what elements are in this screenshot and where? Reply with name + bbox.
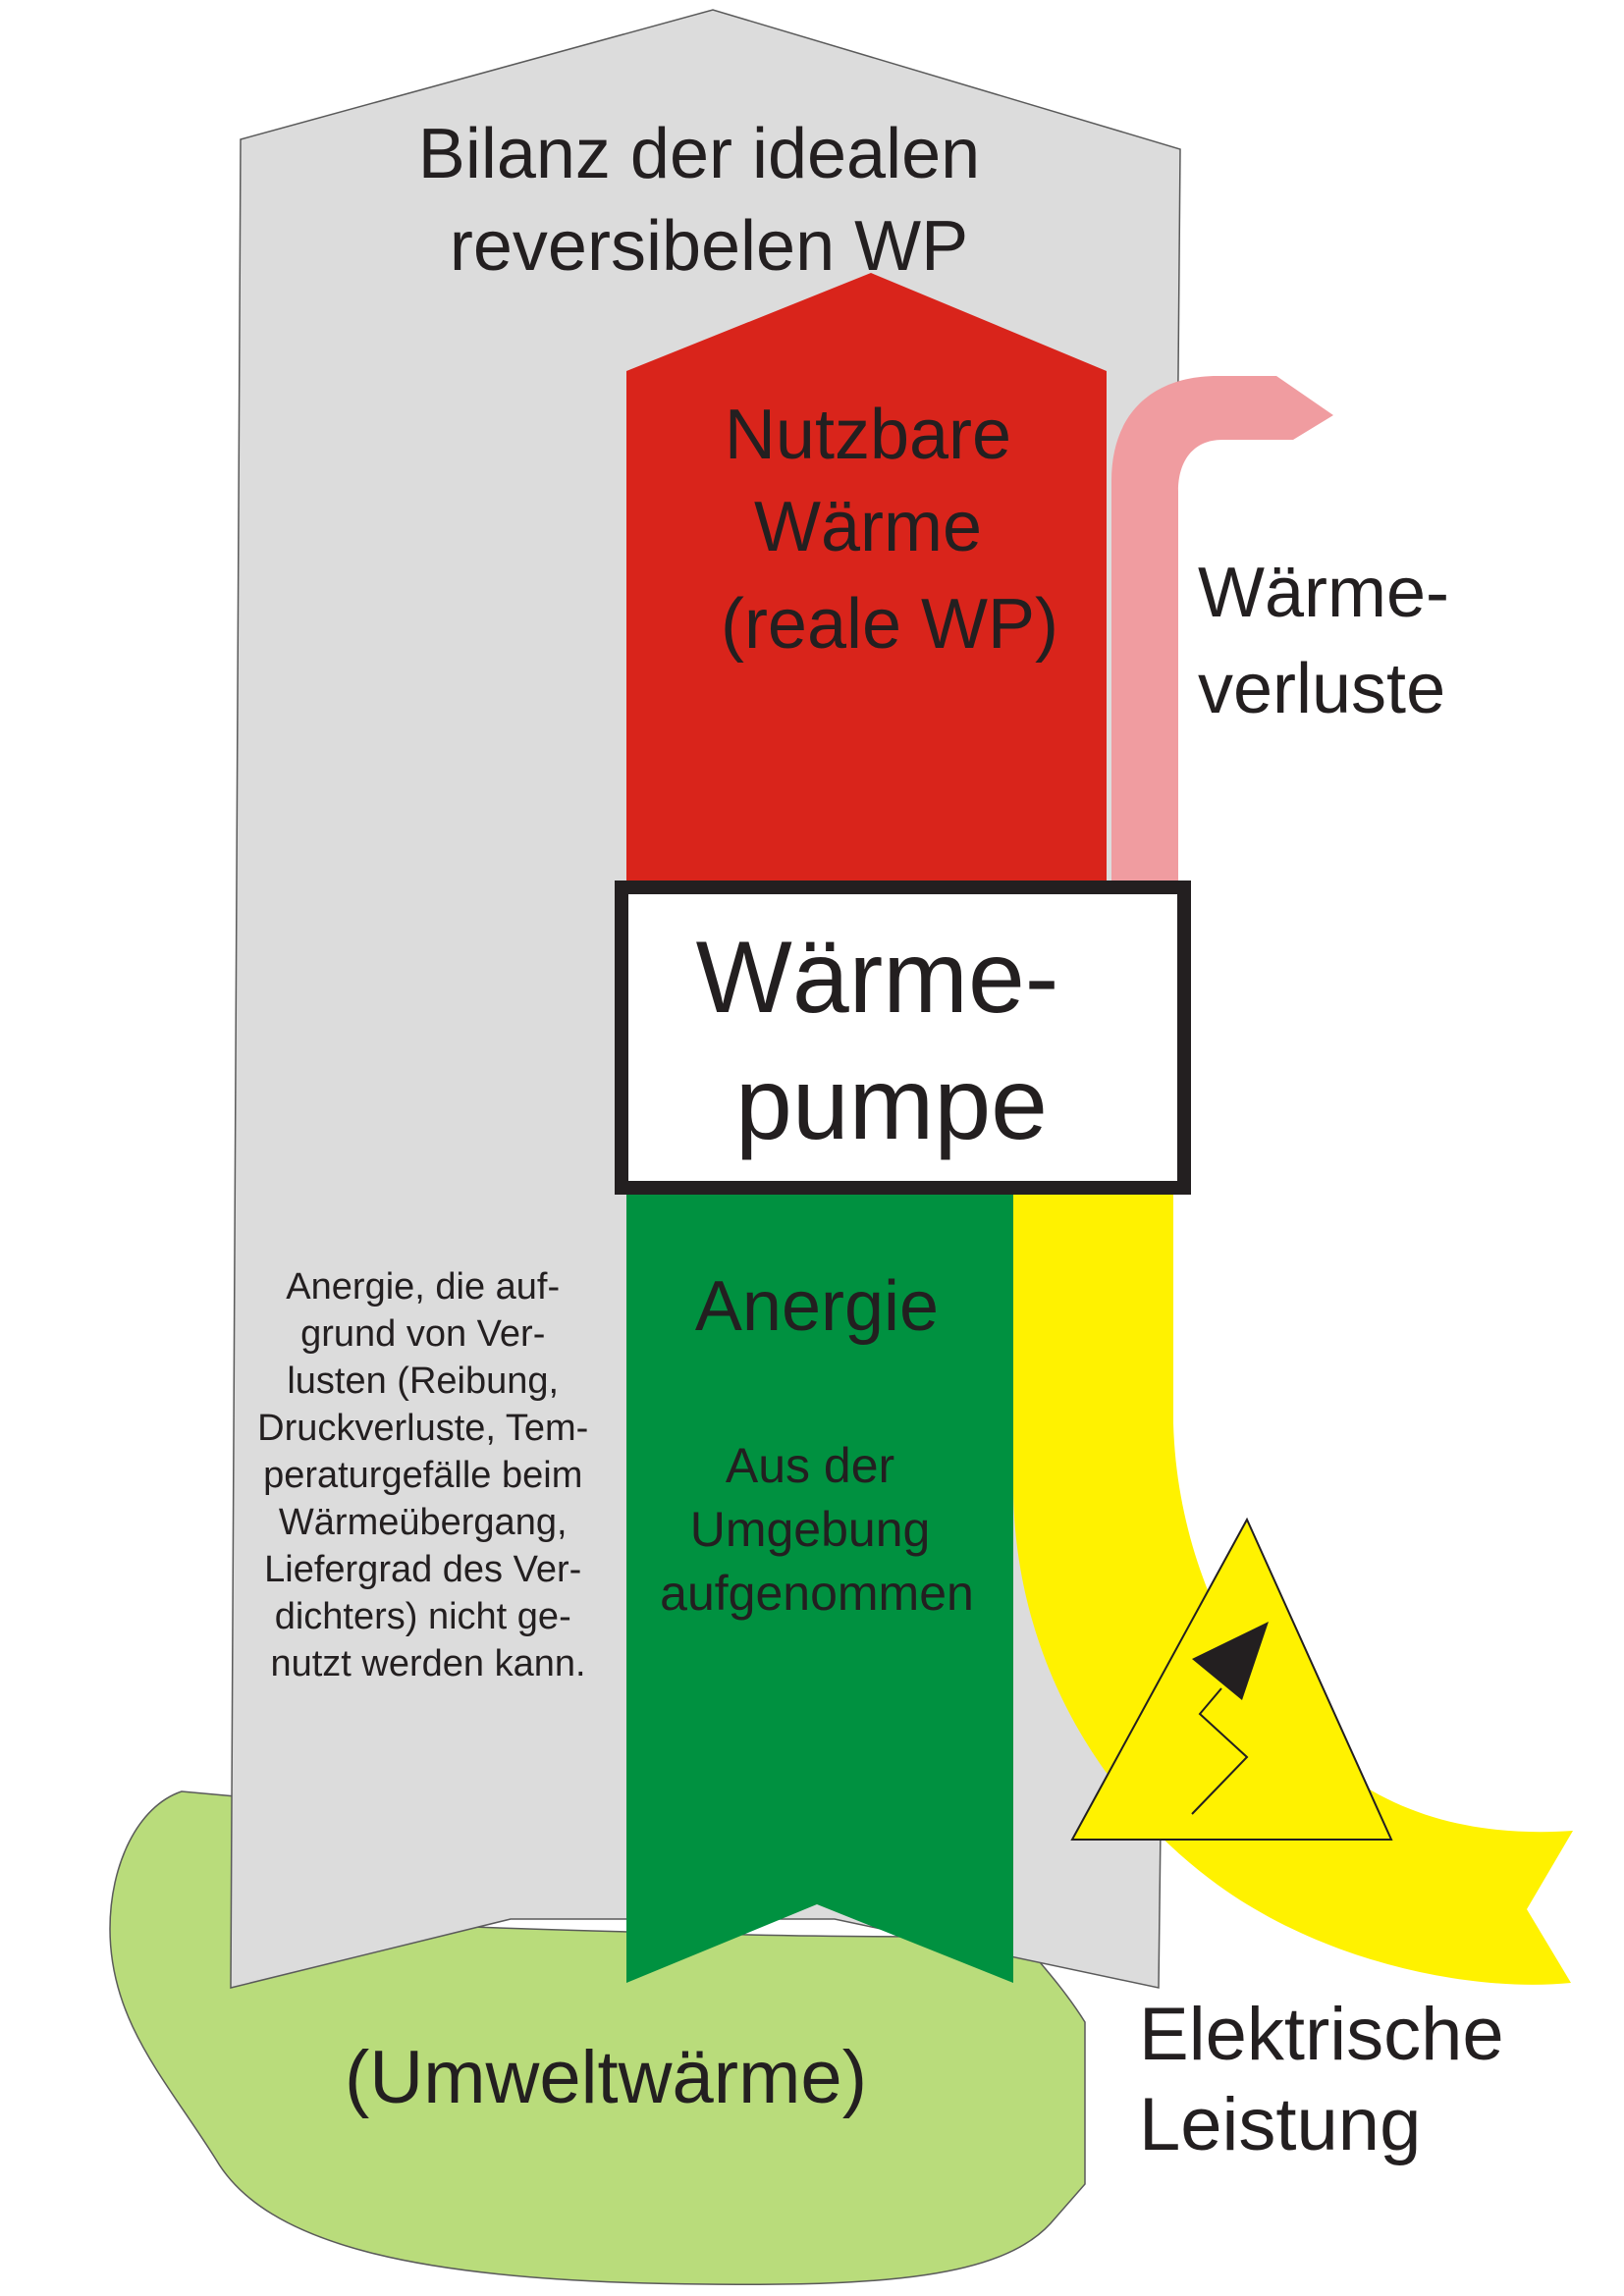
ideal-balance-title-line: reversibelen WP: [450, 207, 968, 286]
unused-anergy-note-line: Anergie, die auf-: [286, 1266, 560, 1308]
electric-hazard-triangle-icon: [1070, 1517, 1393, 1841]
anergy-sublabel: Aus der Umgebung aufgenommen: [660, 1438, 974, 1621]
unused-anergy-note-line: dichters) nicht ge-: [275, 1596, 571, 1637]
useful-heat-arrow: [626, 273, 1107, 883]
heat-pump-box: [615, 881, 1191, 1195]
unused-anergy-note-line: Liefergrad des Ver-: [264, 1549, 581, 1590]
unused-anergy-note-line: nutzt werden kann.: [270, 1643, 585, 1684]
unused-anergy-note: Anergie, die auf- grund von Ver- lusten …: [257, 1266, 599, 1684]
environment-heat-label: (Umweltwärme): [345, 2036, 867, 2119]
unused-anergy-note-line: Druckverluste, Tem-: [257, 1408, 588, 1449]
heat-loss-label: Wärme- verluste: [1198, 554, 1469, 728]
anergy-sublabel-line: aufgenommen: [660, 1566, 974, 1621]
ideal-balance-title-line: Bilanz der idealen: [418, 115, 980, 193]
ideal-balance-title: Bilanz der idealen reversibelen WP: [418, 115, 1000, 286]
anergy-arrow: [626, 1188, 1013, 1983]
anergy-sublabel-line: Aus der: [726, 1438, 894, 1493]
unused-anergy-note-line: peraturgefälle beim: [263, 1455, 582, 1496]
unused-anergy-note-line: grund von Ver-: [300, 1313, 545, 1355]
unused-anergy-note-line: lusten (Reibung,: [287, 1361, 559, 1402]
electric-power-label: Elektrische Leistung: [1139, 1993, 1525, 2166]
useful-heat-label-line: Nutzbare: [725, 396, 1011, 474]
heat-pump-label-line: pumpe: [735, 1047, 1048, 1161]
heat-pump-label-line: Wärme-: [696, 921, 1059, 1035]
useful-heat-label-line: Wärme: [754, 488, 982, 566]
electric-power-label-line: Leistung: [1139, 2083, 1421, 2166]
anergy-sublabel-line: Umgebung: [690, 1502, 931, 1557]
useful-heat-label-line: (reale WP): [721, 585, 1058, 664]
heat-loss-label-line: verluste: [1198, 650, 1445, 728]
unused-anergy-note-line: Wärmeübergang,: [279, 1502, 568, 1543]
anergy-label: Anergie: [695, 1267, 939, 1346]
heat-loss-flow: [1111, 376, 1333, 883]
useful-heat-label: Nutzbare Wärme (reale WP): [721, 396, 1058, 664]
heat-loss-label-line: Wärme-: [1198, 554, 1449, 632]
heat-pump-label: Wärme- pumpe: [696, 921, 1088, 1161]
electric-power-label-line: Elektrische: [1139, 1993, 1504, 2076]
